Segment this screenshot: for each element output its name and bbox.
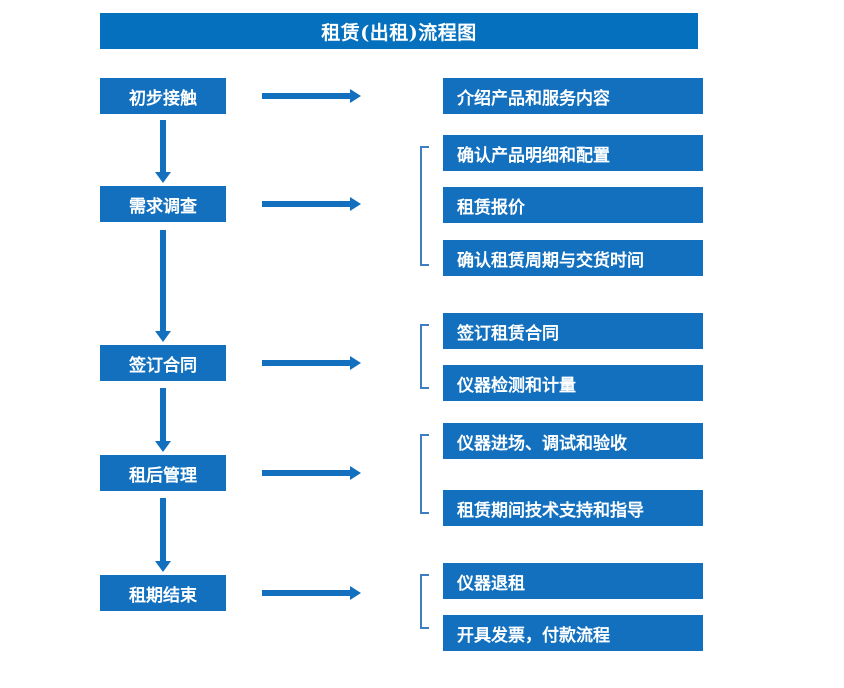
down-arrow-3 [153,388,173,452]
right-arrow-3 [262,354,361,372]
detail-box-9[interactable]: 仪器退租 [443,563,703,599]
detail-box-4[interactable]: 确认租赁周期与交货时间 [443,240,703,276]
detail-box-8[interactable]: 租赁期间技术支持和指导 [443,490,703,526]
detail-box-10[interactable]: 开具发票，付款流程 [443,615,703,651]
right-arrow-1 [262,87,361,105]
group-bracket-end [420,574,429,629]
group-bracket-demand [420,146,429,266]
detail-box-5[interactable]: 签订租赁合同 [443,313,703,349]
stage-box-3[interactable]: 签订合同 [100,345,226,381]
stage-box-2[interactable]: 需求调查 [100,186,226,222]
detail-box-2[interactable]: 确认产品明细和配置 [443,135,703,171]
right-arrow-5 [262,584,361,602]
stage-box-4[interactable]: 租后管理 [100,455,226,491]
detail-box-3[interactable]: 租赁报价 [443,187,703,223]
right-arrow-4 [262,464,361,482]
group-bracket-management [420,434,429,514]
detail-box-7[interactable]: 仪器进场、调试和验收 [443,423,703,459]
down-arrow-1 [153,120,173,183]
down-arrow-4 [153,498,173,572]
stage-box-5[interactable]: 租期结束 [100,575,226,611]
detail-box-1[interactable]: 介绍产品和服务内容 [443,78,703,114]
down-arrow-2 [153,230,173,342]
right-arrow-2 [262,195,361,213]
group-bracket-contract [420,324,429,389]
detail-box-6[interactable]: 仪器检测和计量 [443,365,703,401]
stage-box-1[interactable]: 初步接触 [100,78,226,114]
flowchart-title: 租赁(出租)流程图 [100,13,698,49]
